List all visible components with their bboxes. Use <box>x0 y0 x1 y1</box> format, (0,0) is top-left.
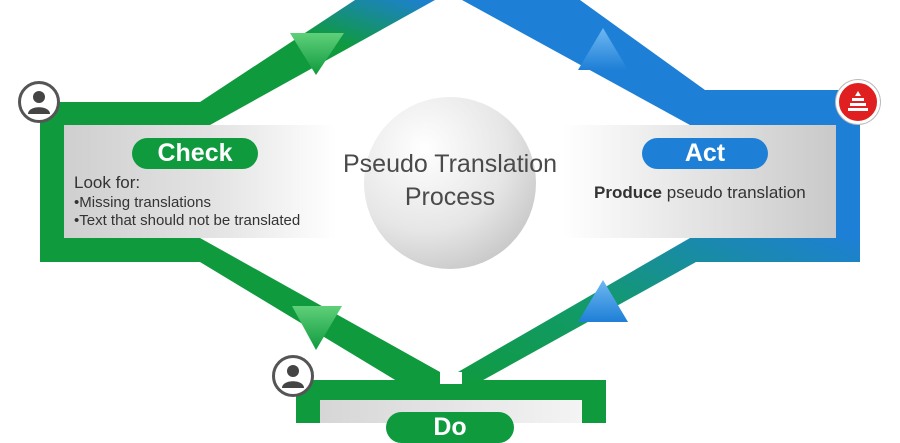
cycle-band-check-to-act <box>40 0 435 125</box>
cycle-band-check-left <box>40 102 440 395</box>
act-description-bold: Produce <box>594 183 663 202</box>
arrow-to-act <box>578 28 628 70</box>
check-person-icon <box>18 81 60 123</box>
center-title-line1: Pseudo Translation <box>342 150 558 178</box>
act-label: Act <box>642 138 768 169</box>
arrow-do-to-check <box>292 306 342 350</box>
center-circle <box>364 97 536 269</box>
arrow-check-to-act <box>290 33 344 75</box>
cycle-diagram <box>40 0 860 423</box>
act-description: Produce pseudo translation <box>594 182 806 204</box>
act-description-rest: pseudo translation <box>662 183 806 202</box>
center-title-line2: Process <box>404 183 496 211</box>
check-label: Check <box>132 138 258 169</box>
check-item-missing: •Missing translations <box>74 194 211 211</box>
do-panel <box>320 400 582 423</box>
center-title: Pseudo Translation Process <box>320 148 580 214</box>
check-heading: Look for: <box>74 173 141 192</box>
do-label: Do <box>386 412 514 443</box>
check-item-not-translated: •Text that should not be translated <box>74 212 301 229</box>
arrow-act-to-do <box>578 280 628 322</box>
do-person-icon <box>272 355 314 397</box>
stack-warning-icon <box>836 80 880 124</box>
